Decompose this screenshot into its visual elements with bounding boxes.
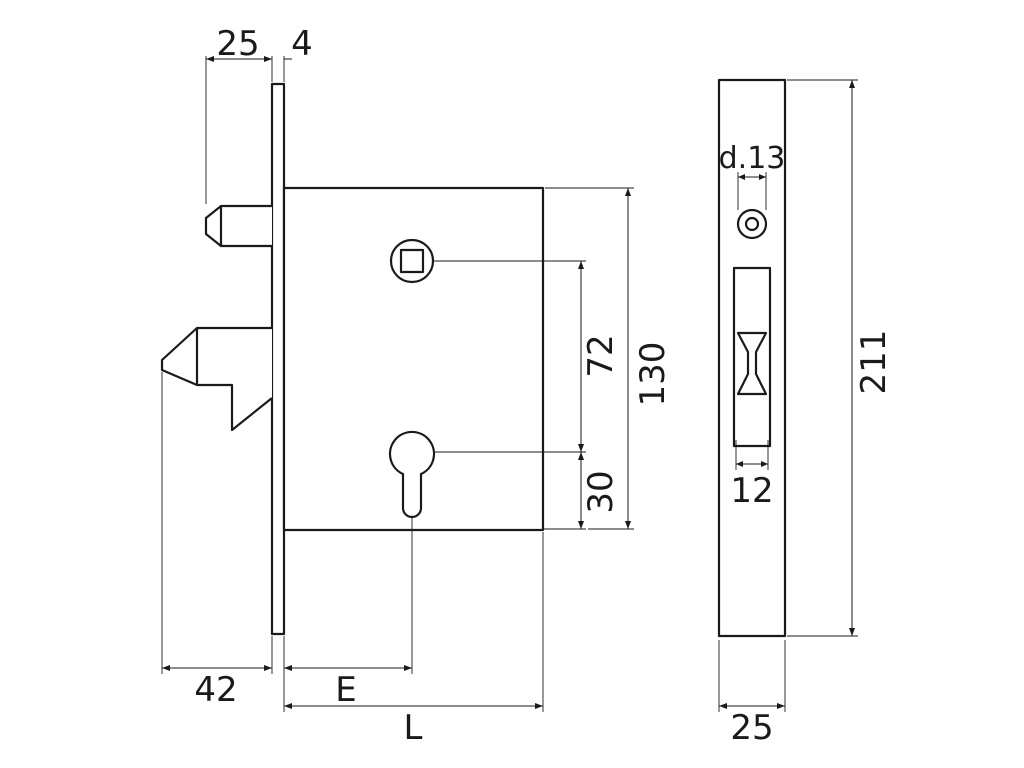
latch-notch [736,331,768,396]
front-view [717,78,787,638]
side-view [160,82,545,636]
case-height-label: 130 [633,342,673,407]
dim-handle-to-cylinder: 72 [433,260,621,453]
dim-bolt-projection: 25 [205,24,273,204]
faceplate-height-label: 211 [854,330,894,395]
dim-slot-width: 12 [730,440,774,511]
spindle-square [399,248,425,274]
case-length-label: L [404,708,423,748]
hole-diameter-label: d.13 [719,141,786,176]
backset-label: E [335,670,356,710]
dim-faceplate-thickness: 4 [283,24,313,82]
faceplate-thickness-label: 4 [291,24,313,64]
hook-bolt [160,326,273,432]
dim-hole-diameter: d.13 [719,141,786,210]
hook-projection-label: 42 [194,670,237,710]
dim-case-length: L [284,532,544,748]
cylinder-hole [388,430,436,519]
round-bolt [204,204,272,248]
dim-faceplate-width: 25 [718,640,786,748]
handle-to-cylinder-label: 72 [581,334,621,377]
faceplate-width-label: 25 [730,708,773,748]
slot-width-label: 12 [730,471,773,511]
faceplate [270,82,286,636]
cylinder-offset-label: 30 [581,470,621,513]
dim-faceplate-height: 211 [787,79,894,637]
dim-backset: E [283,517,413,712]
dim-hook-projection: 42 [161,372,273,710]
dim-case-height: 130 [545,187,673,530]
dim-cylinder-offset: 30 [543,452,621,530]
bolt-projection-label: 25 [216,24,259,64]
